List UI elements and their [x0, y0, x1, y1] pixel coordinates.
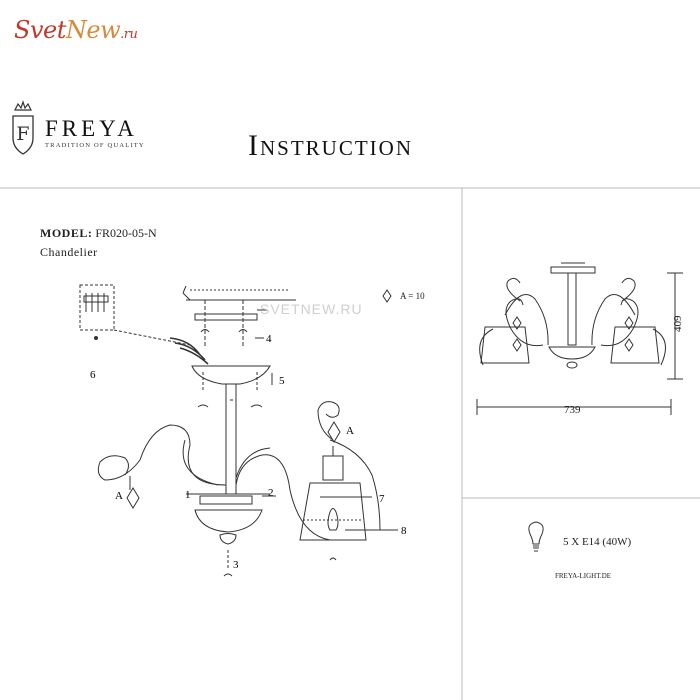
watermark-suffix: .ru	[120, 27, 138, 42]
shade-left	[480, 326, 530, 364]
brand-tagline: TRADITION OF QUALITY	[45, 142, 145, 149]
model-value: FR020-05-N	[95, 226, 157, 240]
site-watermark: SvetNew.ru	[14, 16, 138, 44]
bulb-spec: 5 X E14 (40W)	[563, 536, 632, 548]
canopy	[191, 365, 271, 385]
part-label-5: 5	[279, 375, 285, 387]
finial	[219, 533, 237, 545]
right-arm-scroll	[317, 401, 381, 531]
part-label-3: 3	[233, 559, 239, 571]
pendant-left	[126, 487, 140, 509]
bulb	[327, 508, 339, 531]
watermark-part2: New	[65, 16, 121, 44]
terminal-block-inset	[79, 284, 115, 331]
light-bulb-icon	[528, 521, 544, 552]
dimension-drawing	[476, 262, 683, 415]
part-label-2: 2	[268, 487, 274, 499]
model-label: MODEL:	[40, 226, 93, 240]
right-arm	[235, 454, 331, 541]
ceiling-line	[182, 285, 296, 301]
svg-text:F: F	[16, 123, 29, 145]
part-label-4: 4	[266, 333, 272, 345]
document-title: Instruction	[248, 129, 413, 162]
pendant-label-left: A	[115, 490, 123, 502]
dimension-width: 739	[564, 404, 581, 416]
diagram-watermark: SVETNEW.RU	[260, 301, 363, 317]
brand-name: FREYA	[45, 116, 138, 141]
socket	[322, 455, 344, 481]
part-label-7: 7	[379, 493, 385, 505]
ceiling-plate	[550, 266, 596, 274]
mounting-bar	[194, 313, 258, 321]
product-type: Chandelier	[40, 245, 98, 259]
model-line: MODEL: FR020-05-N	[40, 226, 157, 241]
dimension-height: 409	[672, 315, 684, 333]
part-label-8: 8	[401, 525, 407, 537]
lamp-shade	[299, 482, 367, 541]
pendant-count: A = 10	[400, 291, 425, 301]
bowl-small	[548, 346, 596, 360]
part-label-1: 1	[185, 489, 191, 501]
watermark-part1: Svet	[14, 16, 66, 44]
pendant-legend	[382, 289, 392, 303]
shade-right	[610, 326, 660, 364]
pendant-label-right: A	[346, 425, 354, 437]
site-url: FREYA-LIGHT.DE	[555, 572, 612, 580]
bowl	[194, 509, 263, 533]
part-label-6: 6	[90, 369, 96, 381]
arms-left	[479, 298, 544, 366]
freya-logo-icon: F	[12, 100, 34, 155]
left-arm	[97, 424, 227, 490]
pendant-right	[327, 421, 341, 443]
